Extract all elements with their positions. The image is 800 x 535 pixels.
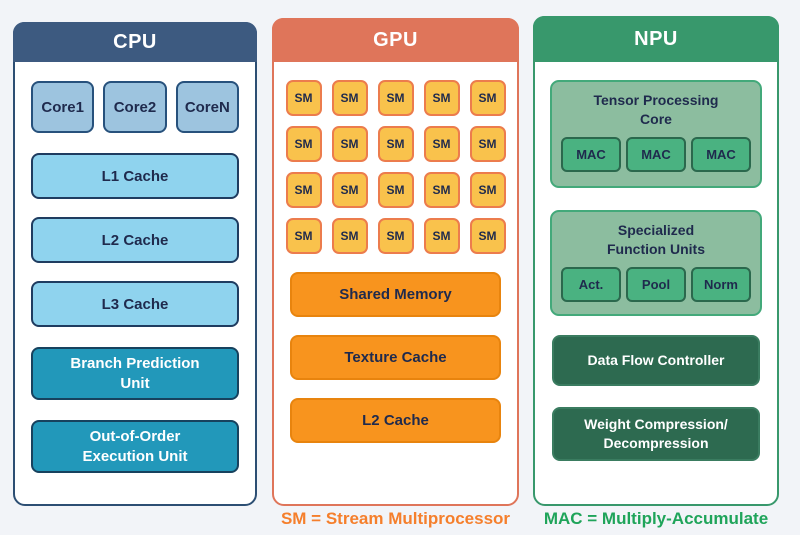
gpu-memory-bar: Shared Memory bbox=[290, 272, 501, 317]
cpu-cache-bar: L2 Cache bbox=[31, 217, 239, 263]
npu-sfu-panel-title: Specialized Function Units bbox=[607, 222, 705, 257]
gpu-memory-bar: Texture Cache bbox=[290, 335, 501, 380]
cpu-body: Core1 Core2 CoreN L1 Cache L2 Cache L3 C… bbox=[15, 62, 255, 473]
npu-mac-box: MAC bbox=[561, 136, 621, 172]
npu-mac-row: MAC MAC MAC bbox=[561, 136, 751, 172]
gpu-sm-box: SM bbox=[377, 218, 414, 254]
npu-sfu-row: Act. Pool Norm bbox=[561, 266, 751, 302]
gpu-sm-box: SM bbox=[377, 126, 414, 162]
npu-column: NPU Tensor Processing Core MAC MAC MAC S… bbox=[533, 16, 779, 506]
gpu-body: SM SM SM SM SM SM SM SM SM SM bbox=[274, 62, 517, 443]
npu-block-bar: Weight Compression/ Decompression bbox=[552, 407, 760, 461]
cpu-core-box: Core1 bbox=[31, 81, 95, 133]
npu-mac-box: MAC bbox=[691, 136, 751, 172]
gpu-header: GPU bbox=[272, 18, 519, 62]
cpu-core-row: Core1 Core2 CoreN bbox=[31, 81, 239, 133]
npu-sfu-box: Norm bbox=[691, 266, 751, 302]
npu-body: Tensor Processing Core MAC MAC MAC Speci… bbox=[535, 62, 777, 461]
npu-mac-box: MAC bbox=[626, 136, 686, 172]
gpu-column: GPU SM SM SM SM SM SM SM SM bbox=[272, 18, 519, 506]
cpu-cache-bar: L1 Cache bbox=[31, 153, 239, 199]
cpu-unit-group: Branch Prediction Unit Out-of-Order Exec… bbox=[31, 347, 239, 473]
gpu-sm-box: SM bbox=[331, 218, 368, 254]
gpu-sm-box: SM bbox=[423, 218, 460, 254]
gpu-sm-box: SM bbox=[469, 218, 506, 254]
gpu-memory-group: Shared Memory Texture Cache L2 Cache bbox=[274, 272, 517, 443]
gpu-sm-box: SM bbox=[377, 172, 414, 208]
cpu-column: CPU Core1 Core2 CoreN L1 Cache L2 Cache … bbox=[13, 22, 257, 506]
gpu-sm-box: SM bbox=[469, 80, 506, 116]
gpu-sm-box: SM bbox=[285, 172, 322, 208]
gpu-sm-box: SM bbox=[285, 80, 322, 116]
npu-header: NPU bbox=[533, 16, 779, 62]
npu-block-group: Data Flow Controller Weight Compression/… bbox=[550, 335, 762, 461]
gpu-sm-box: SM bbox=[423, 126, 460, 162]
gpu-legend: SM = Stream Multiprocessor bbox=[280, 509, 511, 528]
npu-specialized-function-panel: Specialized Function Units Act. Pool Nor… bbox=[550, 210, 762, 316]
gpu-sm-box: SM bbox=[331, 172, 368, 208]
gpu-sm-box: SM bbox=[377, 80, 414, 116]
cpu-unit-bar: Out-of-Order Execution Unit bbox=[31, 420, 239, 473]
npu-sfu-box: Pool bbox=[626, 266, 686, 302]
gpu-sm-box: SM bbox=[285, 218, 322, 254]
gpu-memory-bar: L2 Cache bbox=[290, 398, 501, 443]
gpu-sm-box: SM bbox=[423, 80, 460, 116]
gpu-sm-grid: SM SM SM SM SM SM SM SM SM SM bbox=[274, 80, 517, 254]
gpu-sm-box: SM bbox=[423, 172, 460, 208]
npu-block-bar: Data Flow Controller bbox=[552, 335, 760, 386]
gpu-sm-box: SM bbox=[469, 126, 506, 162]
npu-sfu-box: Act. bbox=[561, 266, 621, 302]
npu-tensor-processing-panel: Tensor Processing Core MAC MAC MAC bbox=[550, 80, 762, 188]
cpu-cache-group: L1 Cache L2 Cache L3 Cache bbox=[31, 153, 239, 327]
npu-tensor-panel-title: Tensor Processing Core bbox=[593, 92, 719, 127]
cpu-unit-bar: Branch Prediction Unit bbox=[31, 347, 239, 400]
gpu-sm-box: SM bbox=[331, 80, 368, 116]
gpu-sm-box: SM bbox=[285, 126, 322, 162]
cpu-cache-bar: L3 Cache bbox=[31, 281, 239, 327]
cpu-header: CPU bbox=[13, 22, 257, 62]
cpu-core-box: CoreN bbox=[175, 81, 239, 133]
gpu-sm-box: SM bbox=[469, 172, 506, 208]
cpu-core-box: Core2 bbox=[103, 81, 167, 133]
npu-legend: MAC = Multiply-Accumulate bbox=[543, 509, 769, 528]
gpu-sm-box: SM bbox=[331, 126, 368, 162]
